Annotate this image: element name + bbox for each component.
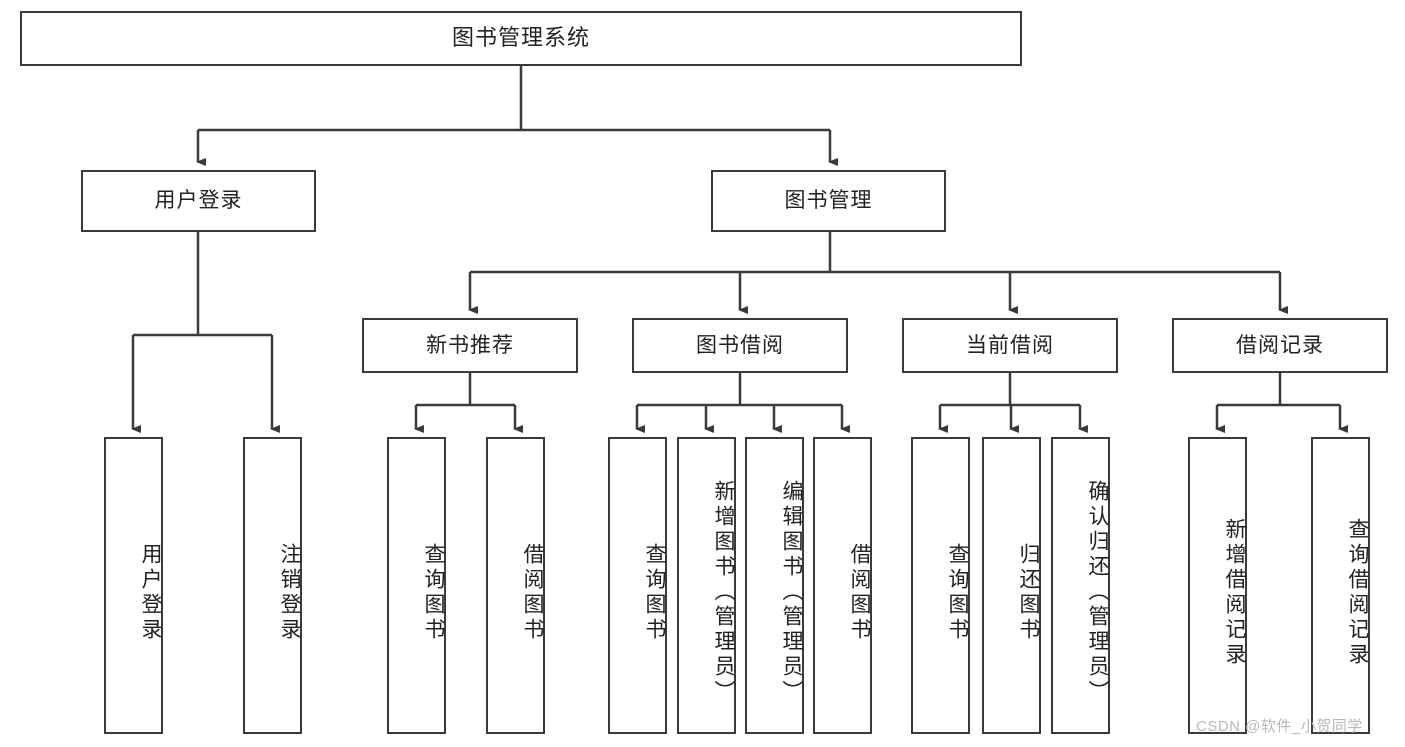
node-user-login-label: 用户登录	[154, 189, 243, 213]
leaf-node[interactable]: 查询图书	[608, 437, 667, 734]
leaf-node-label: 归还图书	[1017, 542, 1040, 643]
leaf-node[interactable]: 新增借阅记录	[1188, 437, 1247, 734]
node-current-borrow-label: 当前借阅	[966, 333, 1054, 357]
leaf-node-label: 查询借阅记录	[1346, 517, 1369, 668]
leaf-node[interactable]: 注销登录	[243, 437, 302, 734]
leaf-node[interactable]: 编辑图书（管理员）	[745, 437, 804, 734]
node-current-borrow[interactable]: 当前借阅	[902, 318, 1118, 373]
leaf-node[interactable]: 用户登录	[104, 437, 163, 734]
leaf-node[interactable]: 查询图书	[911, 437, 970, 734]
node-user-login[interactable]: 用户登录	[81, 170, 316, 232]
csdn-watermark: CSDN @软件_小贺同学	[1196, 718, 1363, 735]
leaf-node-label: 查询图书	[946, 542, 969, 643]
node-root[interactable]: 图书管理系统	[20, 11, 1022, 66]
leaf-node-label: 新增图书（管理员）	[712, 480, 735, 705]
leaf-node[interactable]: 新增图书（管理员）	[677, 437, 736, 734]
node-new-book-recommend-label: 新书推荐	[426, 333, 514, 357]
leaf-node-label: 查询图书	[643, 542, 666, 643]
leaf-node-label: 确认归还（管理员）	[1086, 480, 1109, 705]
leaf-node[interactable]: 归还图书	[982, 437, 1041, 734]
leaf-node-label: 编辑图书（管理员）	[780, 480, 803, 705]
leaf-node[interactable]: 查询图书	[387, 437, 446, 734]
leaf-node[interactable]: 确认归还（管理员）	[1051, 437, 1110, 734]
leaf-node-label: 借阅图书	[521, 542, 544, 643]
leaf-node-label: 查询图书	[422, 542, 445, 643]
node-book-management[interactable]: 图书管理	[711, 170, 946, 232]
node-borrow-records-label: 借阅记录	[1236, 333, 1324, 357]
node-root-label: 图书管理系统	[451, 25, 590, 51]
node-book-borrow-label: 图书借阅	[696, 333, 784, 357]
node-new-book-recommend[interactable]: 新书推荐	[362, 318, 578, 373]
leaf-node[interactable]: 借阅图书	[813, 437, 872, 734]
leaf-node[interactable]: 借阅图书	[486, 437, 545, 734]
leaf-node-label: 借阅图书	[848, 542, 871, 643]
node-book-management-label: 图书管理	[784, 189, 873, 213]
leaf-node-label: 新增借阅记录	[1223, 517, 1246, 668]
node-book-borrow[interactable]: 图书借阅	[632, 318, 848, 373]
leaf-node[interactable]: 查询借阅记录	[1311, 437, 1370, 734]
node-borrow-records[interactable]: 借阅记录	[1172, 318, 1388, 373]
leaf-node-label: 用户登录	[139, 542, 162, 643]
leaf-node-label: 注销登录	[278, 542, 301, 643]
